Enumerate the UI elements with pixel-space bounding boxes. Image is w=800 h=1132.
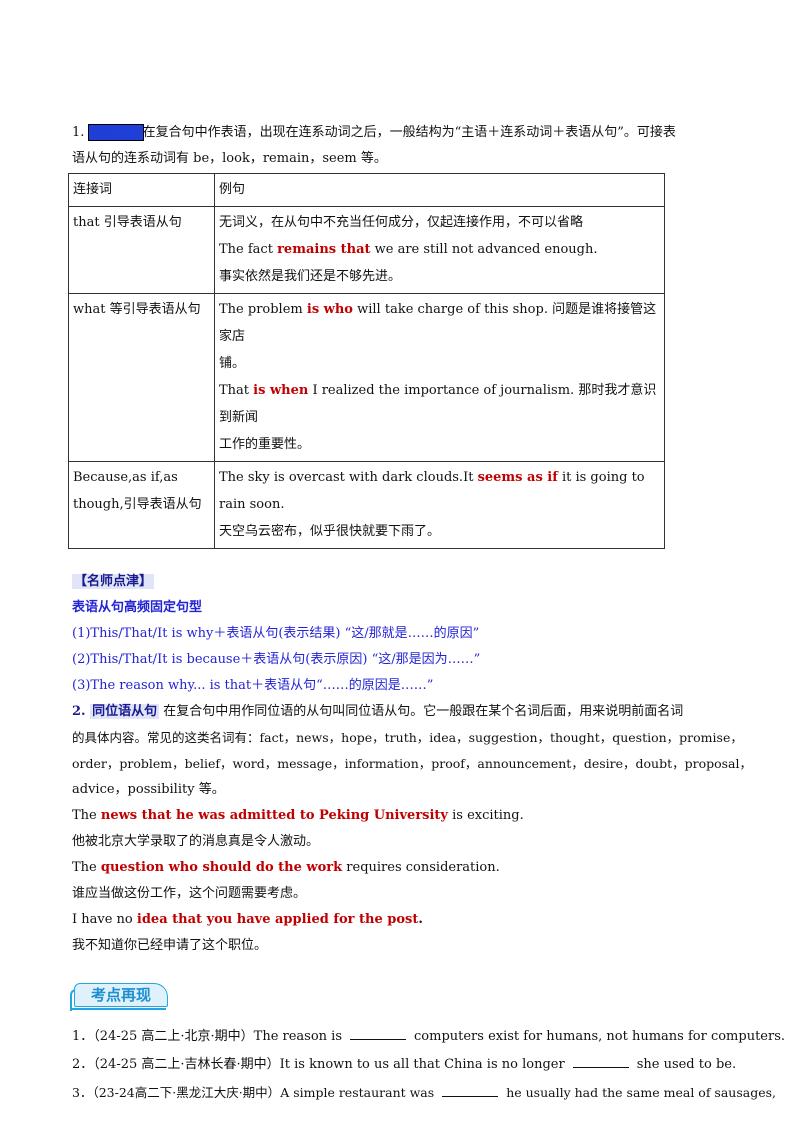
example-line: The problem is who will take charge of t… [219,302,657,344]
example-cell: The sky is overcast with dark clouds.It … [214,461,665,549]
table-header-cell: 连接词 [68,173,215,207]
example-sentence: The question who should do the work requ… [72,860,500,875]
appositive-line-1: 2. 同位语从句 在复合句中用作同位语的从句叫同位语从句。它一般跟在某个名词后面… [72,699,742,725]
appositive-line: order，problem，belief，word，message，inform… [72,756,752,771]
question-item: 2．（24-25 高二上·吉林长春·期中）It is known to us a… [72,1055,737,1072]
example-line: 铺。 [219,356,246,371]
document-page: 1. 表语从句在复合句中作表语，出现在连系动词之后，一般结构为“主语＋连系动词＋… [68,120,786,1107]
appositive-line: 的具体内容。常见的这类名词有：fact，news，hope，truth，idea… [72,730,743,745]
connector-table: 连接词 例句 that 引导表语从句 无词义，在从句中不充当任何成分，仅起连接作… [68,173,665,549]
answer-blank[interactable] [350,1027,407,1040]
example-sentence: The news that he was admitted to Peking … [72,808,524,823]
appositive-number: 2. [72,704,91,719]
connector-cell: that 引导表语从句 [68,206,215,294]
tips-label: 【名师点津】 [72,574,155,589]
connector-text: that 引导表语从句 [73,215,182,230]
example-line: 事实依然是我们还是不够先进。 [219,269,402,284]
tips-item: (1)This/That/It is why＋表语从句(表示结果) “这/那就是… [72,626,480,641]
appositive-line: advice，possibility 等。 [72,782,225,797]
example-line: 工作的重要性。 [219,437,311,452]
tips-item: (3)The reason why... is that＋表语从句“……的原因是… [72,678,434,693]
answer-blank[interactable] [442,1084,499,1097]
connector-text: though,引导表语从句 [73,497,202,512]
intro-line-1: 1. 表语从句在复合句中作表语，出现在连系动词之后，一般结构为“主语＋连系动词＋… [72,120,742,146]
intro-line-2: 语从句的连系动词有 be，look，remain，seem 等。 [72,151,387,166]
table-header-cell: 例句 [214,173,665,207]
table-row: Because,as if,as though,引导表语从句 The sky i… [68,461,665,549]
intro-text-1: 在复合句中作表语，出现在连系动词之后，一般结构为“主语＋连系动词＋表语从句”。可… [142,125,676,140]
example-line: 无词义，在从句中不充当任何成分，仅起连接作用，不可以省略 [219,215,584,230]
example-line: The sky is overcast with dark clouds.It … [219,470,645,512]
connector-text: what 等引导表语从句 [73,302,201,317]
example-line: The fact remains that we are still not a… [219,242,598,257]
connector-text: Because,as if,as [73,470,178,485]
table-row: that 引导表语从句 无词义，在从句中不充当任何成分，仅起连接作用，不可以省略… [68,206,665,294]
question-item: 3．（23-24高二下·黑龙江大庆·期中）A simple restaurant… [72,1084,776,1100]
intro-highlight: 表语从句 [87,124,144,141]
banner-underline [70,1008,166,1010]
connector-cell: what 等引导表语从句 [68,293,215,462]
tips-item: (2)This/That/It is because＋表语从句(表示原因) “这… [72,652,481,667]
example-cell: The problem is who will take charge of t… [214,293,665,462]
table-header-row: 连接词 例句 [68,173,665,207]
appositive-text: 在复合句中用作同位语的从句叫同位语从句。它一般跟在某个名词后面，用来说明前面名词 [159,704,684,719]
section-banner: 考点再现 [70,981,742,1015]
table-row: what 等引导表语从句 The problem is who will tak… [68,293,665,462]
appositive-highlight: 同位语从句 [90,704,160,719]
tips-title: 表语从句高频固定句型 [72,600,203,615]
example-line: That is when I realized the importance o… [219,383,657,425]
example-translation: 谁应当做这份工作，这个问题需要考虑。 [72,886,307,901]
connector-cell: Because,as if,as though,引导表语从句 [68,461,215,549]
example-translation: 我不知道你已经申请了这个职位。 [72,938,268,953]
intro-number: 1. [72,125,89,140]
banner-title: 考点再现 [74,983,168,1007]
example-sentence: I have no idea that you have applied for… [72,912,423,927]
answer-blank[interactable] [572,1055,629,1068]
example-cell: 无词义，在从句中不充当任何成分，仅起连接作用，不可以省略 The fact re… [214,206,665,294]
example-line: 天空乌云密布，似乎很快就要下雨了。 [219,524,441,539]
example-translation: 他被北京大学录取了的消息真是令人激动。 [72,834,320,849]
